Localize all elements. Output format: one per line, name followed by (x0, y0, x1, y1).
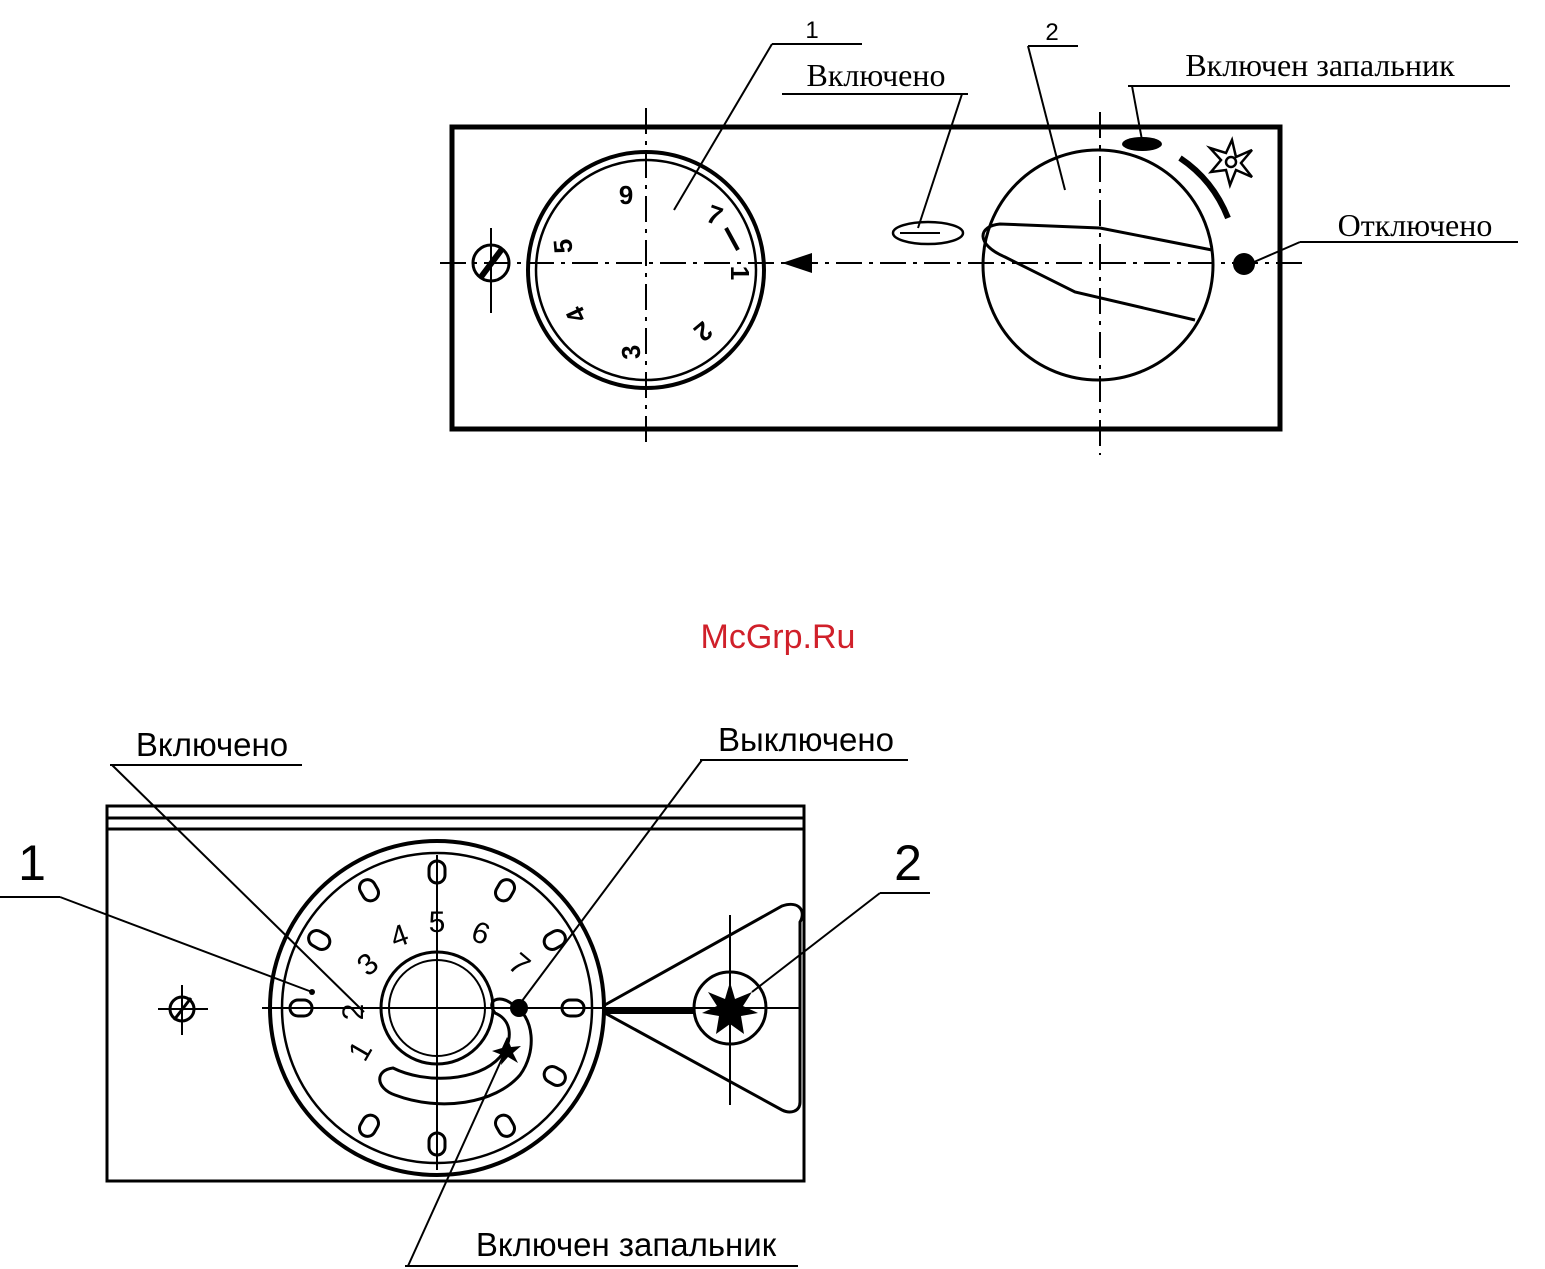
top-on-marker (893, 222, 963, 244)
top-label-off: Отключено (1338, 207, 1493, 243)
top-pilot-star-icon (1210, 140, 1252, 185)
top-dial-pointer-arrow (782, 253, 812, 273)
top-pilot-arc (1180, 158, 1228, 218)
top-callout-1: 1 (674, 17, 862, 210)
top-dial-number-7: 7 (703, 198, 727, 231)
bottom-callout-1-label: 1 (18, 835, 46, 891)
bottom-callout-2: 2 (752, 835, 930, 992)
top-gas-valve-knob[interactable] (983, 150, 1213, 380)
top-off-marker (1233, 253, 1255, 275)
top-dial-numbers: 1 2 3 4 5 6 7 (547, 180, 755, 361)
bottom-dial-slot (306, 928, 333, 953)
bottom-dial-number-5: 5 (429, 906, 446, 939)
bottom-dial-number-4: 4 (386, 918, 413, 955)
top-label-on: Включено (807, 57, 946, 93)
bottom-label-off: Выключено (718, 721, 894, 758)
watermark-text: McGrp.Ru (701, 618, 856, 656)
bottom-mounting-screw-icon (158, 985, 208, 1035)
bottom-label-on-callout: Включено (110, 726, 364, 1012)
bottom-panel: 1 2 3 4 5 6 7 1 (0, 721, 930, 1266)
bottom-label-pilot-callout: Включен запальник (405, 1052, 798, 1266)
top-callout-2: 2 (1028, 19, 1078, 190)
top-panel: 1 2 3 4 5 6 7 (440, 17, 1518, 455)
bottom-label-pilot-on: Включен запальник (476, 1226, 777, 1263)
bottom-dial-number-6: 6 (467, 915, 494, 952)
bottom-off-marker (510, 999, 528, 1017)
top-dial-number-1: 1 (725, 266, 755, 280)
top-label-pilot-on: Включен запальник (1185, 47, 1455, 83)
bottom-dial-slot (541, 928, 568, 953)
bottom-dial-number-2: 2 (337, 1004, 370, 1021)
top-dial-number-3: 3 (615, 344, 646, 361)
top-dial-number-5: 5 (547, 238, 578, 255)
bottom-dial-number-3: 3 (351, 947, 385, 983)
top-mounting-screw-icon (473, 228, 509, 313)
bottom-callout-2-label: 2 (894, 835, 922, 891)
top-callout-1-label: 1 (805, 17, 818, 44)
bottom-dial-number-1: 1 (342, 1036, 379, 1067)
top-dial-number-2: 2 (688, 315, 718, 347)
top-label-on-callout: Включено (782, 57, 968, 228)
top-dial-number-4: 4 (559, 302, 593, 328)
bottom-dial-slot (493, 877, 518, 904)
bottom-dial-slot (357, 877, 382, 904)
top-dial-number-6: 6 (619, 180, 633, 210)
bottom-dial-slot (541, 1064, 568, 1089)
top-panel-frame (452, 127, 1280, 429)
bottom-label-on: Включено (136, 726, 288, 763)
top-callout-2-label: 2 (1045, 19, 1058, 46)
bottom-label-off-callout: Выключено (519, 721, 908, 1005)
top-label-off-callout: Отключено (1254, 207, 1518, 262)
bottom-callout-1: 1 (0, 835, 315, 995)
bottom-dial-number-7: 7 (502, 947, 536, 983)
bottom-dial-slot (493, 1112, 518, 1139)
bottom-dial-slot (357, 1112, 382, 1139)
